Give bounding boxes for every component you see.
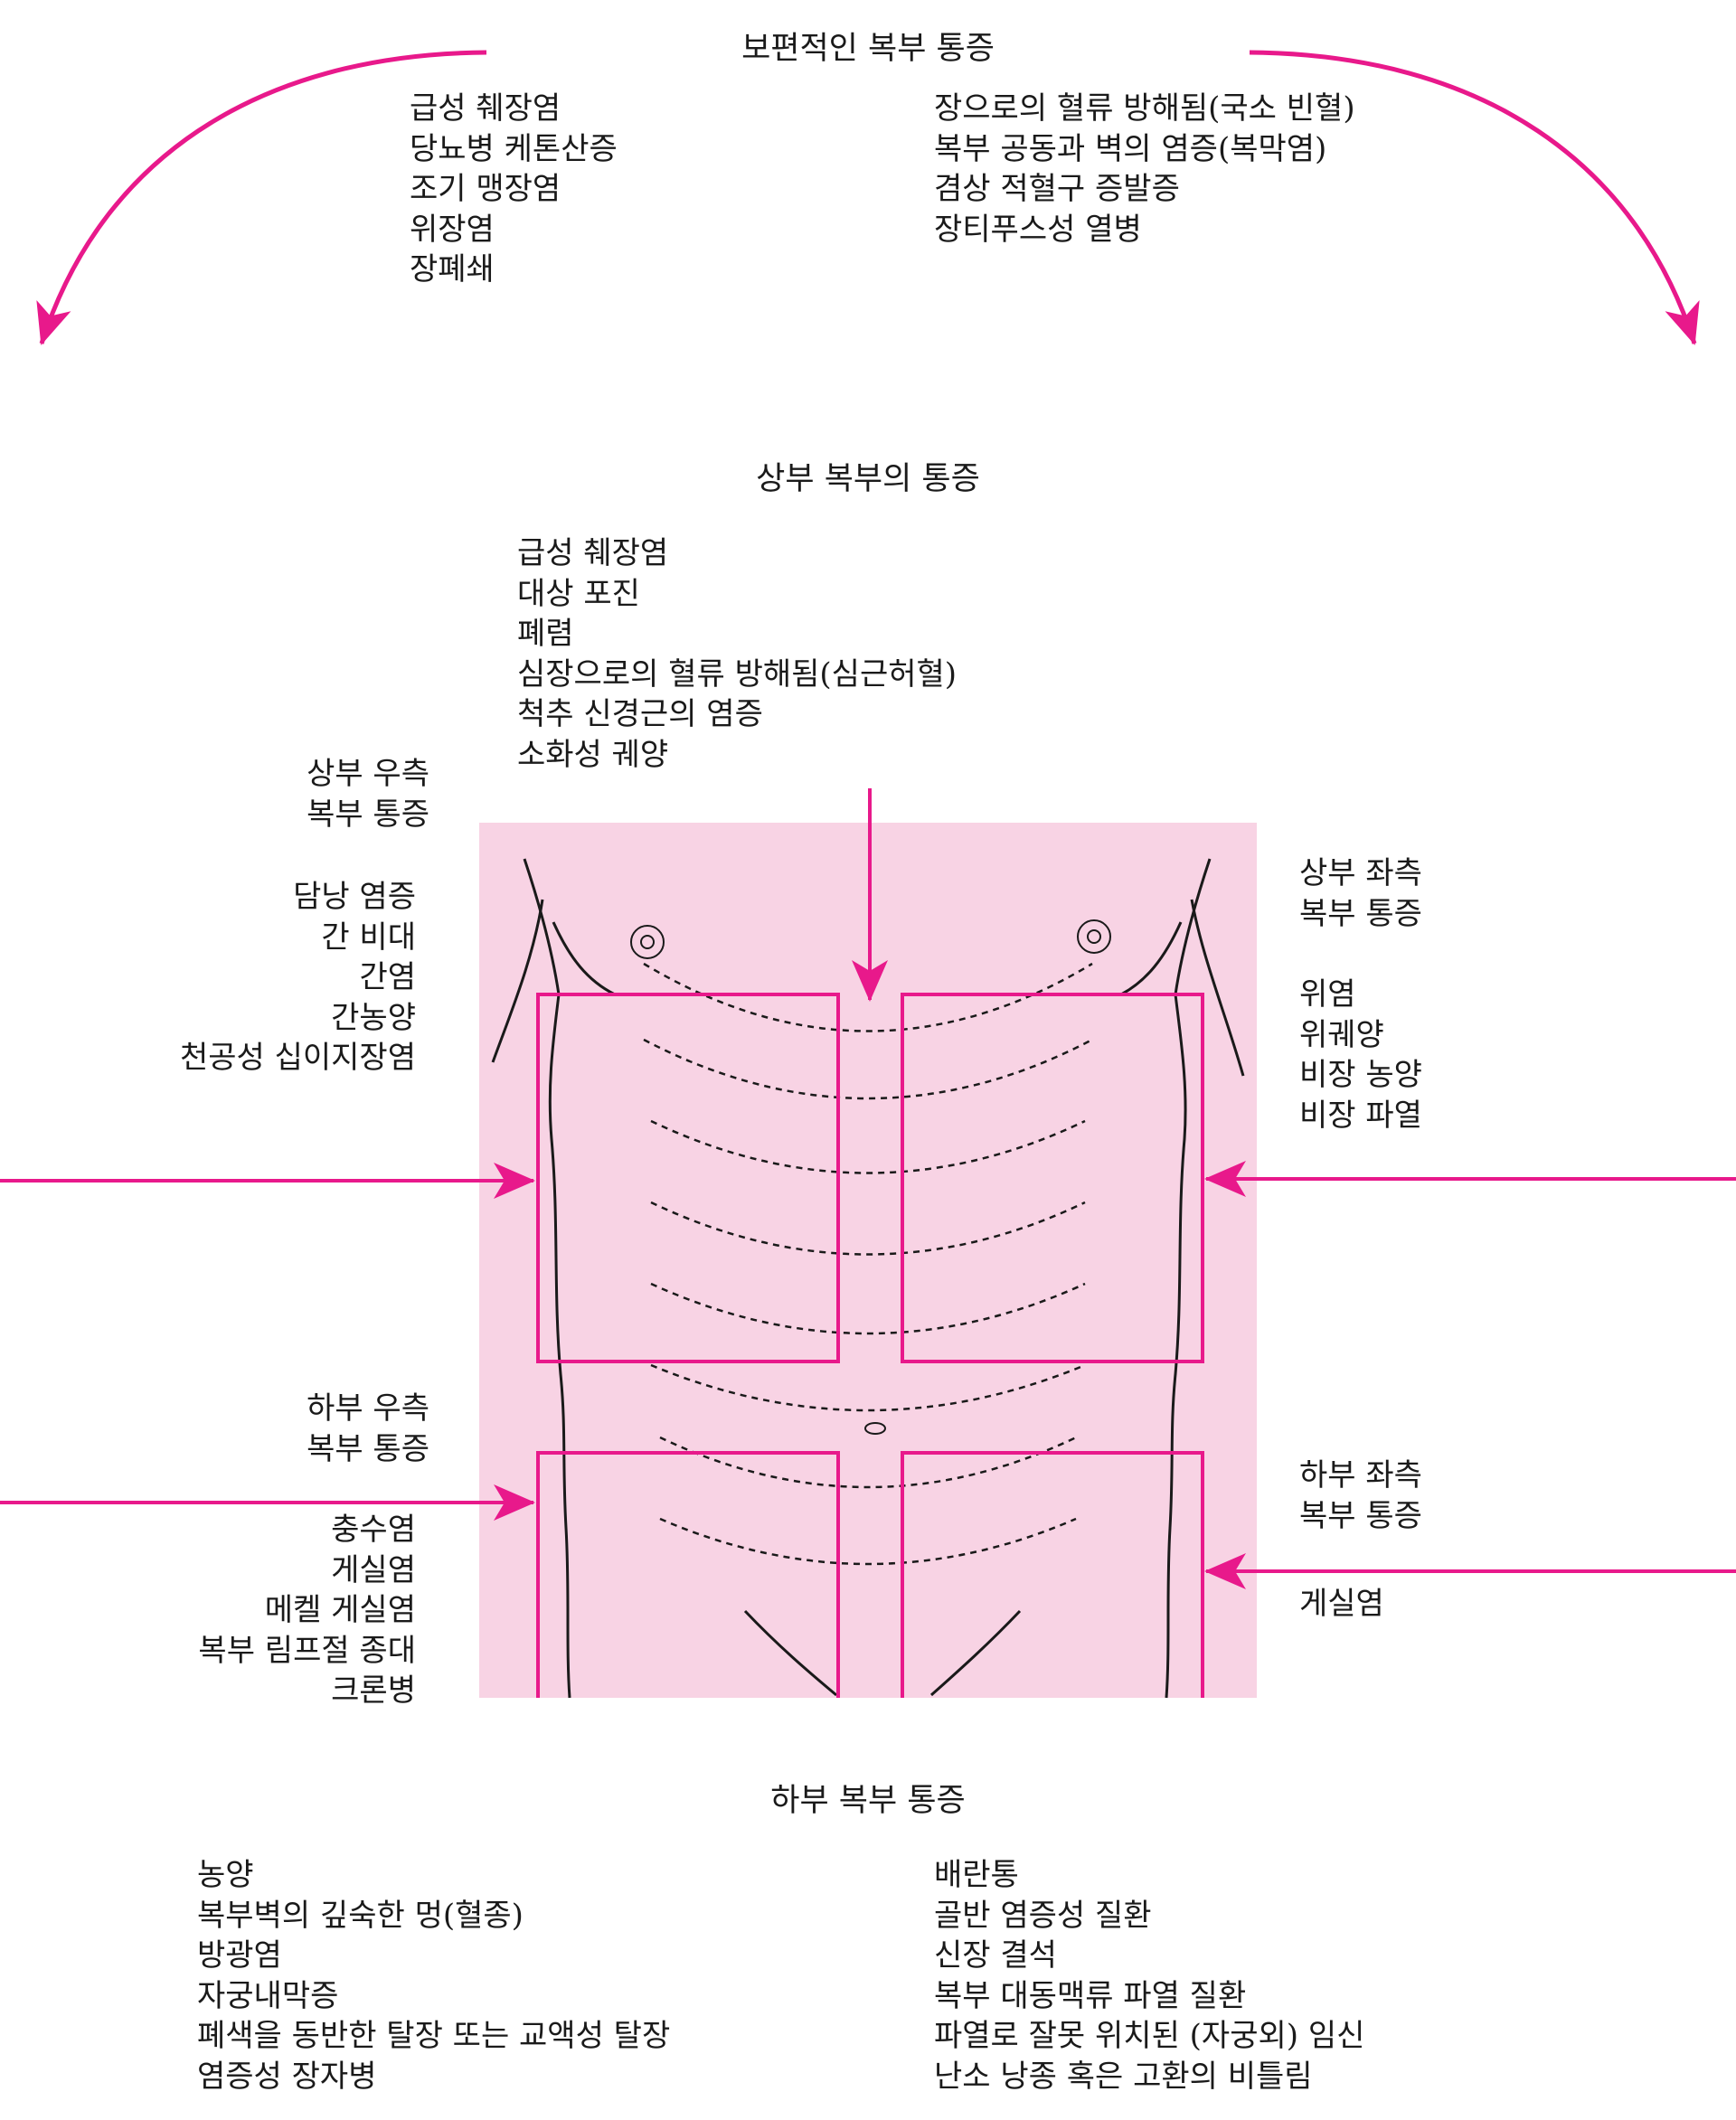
list-item: 복부벽의 깊숙한 멍(혈종) [197, 1897, 524, 1934]
lower-left-column-list: 농양 복부벽의 깊숙한 멍(혈종) 방광염 자궁내막증 폐색을 동반한 탈장 또… [197, 1855, 670, 2096]
list-item: 위궤양 [1299, 1016, 1384, 1053]
list-item: 신장 결석 [934, 1937, 1057, 1974]
torso-landmarks [630, 919, 1111, 1435]
list-item: 당뇨병 케톤산증 [410, 130, 618, 167]
list-item: 대상 포진 [517, 575, 640, 612]
upper-right-title: 상부 우측 복부 통증 [307, 754, 429, 834]
list-item: 복부 대동맥류 파열 질환 [934, 1977, 1247, 2014]
list-item: 게실염 [1299, 1586, 1384, 1622]
list-item: 척추 신경근의 염증 [517, 696, 763, 732]
torso-outline [491, 858, 1245, 1699]
list-item: 농양 [197, 1857, 254, 1893]
list-item: 방광염 [197, 1937, 282, 1974]
quadrant-title-line: 복부 통증 [307, 796, 429, 833]
quadrant-title-line: 상부 우측 [307, 756, 429, 792]
list-item: 소화성 궤양 [517, 736, 669, 773]
quadrant-upper-left-box [901, 993, 1204, 1363]
list-item: 메켈 게실염 [264, 1592, 416, 1628]
list-item: 염증성 장자병 [197, 2058, 377, 2095]
quadrant-upper-right-box [536, 993, 840, 1363]
list-item: 천공성 십이지장염 [179, 1040, 416, 1076]
quadrant-title-line: 복부 통증 [1299, 1497, 1422, 1534]
quadrant-title-line: 복부 통증 [307, 1430, 429, 1467]
list-item: 복부 림프절 종대 [198, 1632, 416, 1669]
lower-heading: 하부 복부 통증 [770, 1783, 966, 1819]
list-item: 난소 낭종 혹은 고환의 비틀림 [934, 2058, 1313, 2095]
upper-list: 급성 췌장염 대상 포진 폐렴 심장으로의 혈류 방해됨(심근허혈) 척추 신경… [517, 533, 957, 775]
list-item: 장으로의 혈류 방해됨(국소 빈혈) [934, 90, 1355, 127]
list-item: 장티푸스성 열병 [934, 211, 1142, 248]
upper-left-title: 상부 좌측 복부 통증 [1299, 853, 1422, 934]
lower-right-title: 하부 우측 복부 통증 [307, 1389, 429, 1469]
list-item: 급성 췌장염 [517, 535, 669, 571]
list-item: 폐렴 [517, 616, 574, 652]
lower-right-column-list: 배란통 골반 염증성 질환 신장 결석 복부 대동맥류 파열 질환 파열로 잘못… [934, 1855, 1364, 2096]
list-item: 위장염 [410, 211, 495, 248]
quadrant-title-line: 복부 통증 [1299, 895, 1422, 932]
general-left-curved-arrow [36, 50, 487, 345]
list-item: 복부 공동과 벽의 염증(복막염) [934, 130, 1327, 167]
list-item: 비장 농양 [1299, 1057, 1422, 1093]
quadrant-title-line: 하부 우측 [307, 1390, 429, 1427]
list-item: 비장 파열 [1299, 1097, 1422, 1134]
list-item: 심장으로의 혈류 방해됨(심근허혈) [517, 655, 958, 693]
list-item: 위염 [1299, 976, 1356, 1013]
list-item: 간농양 [331, 999, 416, 1036]
list-item: 간염 [359, 959, 416, 995]
list-item: 파열로 잘못 위치된 (자궁외) 임신 [934, 2018, 1365, 2054]
lower-right-list: 충수염 게실염 메켈 게실염 복부 림프절 종대 크론병 [198, 1510, 416, 1711]
lower-left-title: 하부 좌측 복부 통증 [1299, 1456, 1422, 1536]
list-item: 담낭 염증 [293, 879, 416, 915]
general-heading: 보편적인 복부 통증 [741, 31, 995, 67]
list-item: 간 비대 [321, 919, 416, 956]
general-left-list: 급성 췌장염 당뇨병 케톤산증 조기 맹장염 위장염 장폐쇄 [410, 89, 618, 290]
upper-left-list: 위염 위궤양 비장 농양 비장 파열 [1299, 975, 1422, 1135]
list-item: 충수염 [331, 1512, 416, 1548]
list-item: 크론병 [331, 1672, 416, 1709]
quadrant-title-line: 하부 좌측 [1299, 1457, 1422, 1493]
list-item: 조기 맹장염 [410, 171, 561, 207]
quadrant-title-line: 상부 좌측 [1299, 855, 1422, 891]
quadrant-lower-right-box [536, 1451, 840, 1698]
list-item: 겸상 적혈구 증발증 [934, 171, 1180, 207]
general-right-curved-arrow [1249, 50, 1700, 345]
lower-left-list: 게실염 [1299, 1584, 1384, 1625]
list-item: 장폐쇄 [410, 251, 495, 287]
general-right-list: 장으로의 혈류 방해됨(국소 빈혈) 복부 공동과 벽의 염증(복막염) 겸상 … [934, 89, 1355, 250]
upper-heading: 상부 복부의 통증 [756, 461, 980, 497]
list-item: 폐색을 동반한 탈장 또는 교액성 탈장 [197, 2018, 671, 2054]
quadrant-lower-left-box [901, 1451, 1204, 1698]
list-item: 급성 췌장염 [410, 90, 561, 127]
list-item: 자궁내막증 [197, 1977, 339, 2014]
list-item: 배란통 [934, 1857, 1019, 1893]
list-item: 게실염 [331, 1551, 416, 1588]
list-item: 골반 염증성 질환 [934, 1897, 1152, 1934]
upper-right-list: 담낭 염증 간 비대 간염 간농양 천공성 십이지장염 [180, 877, 416, 1079]
